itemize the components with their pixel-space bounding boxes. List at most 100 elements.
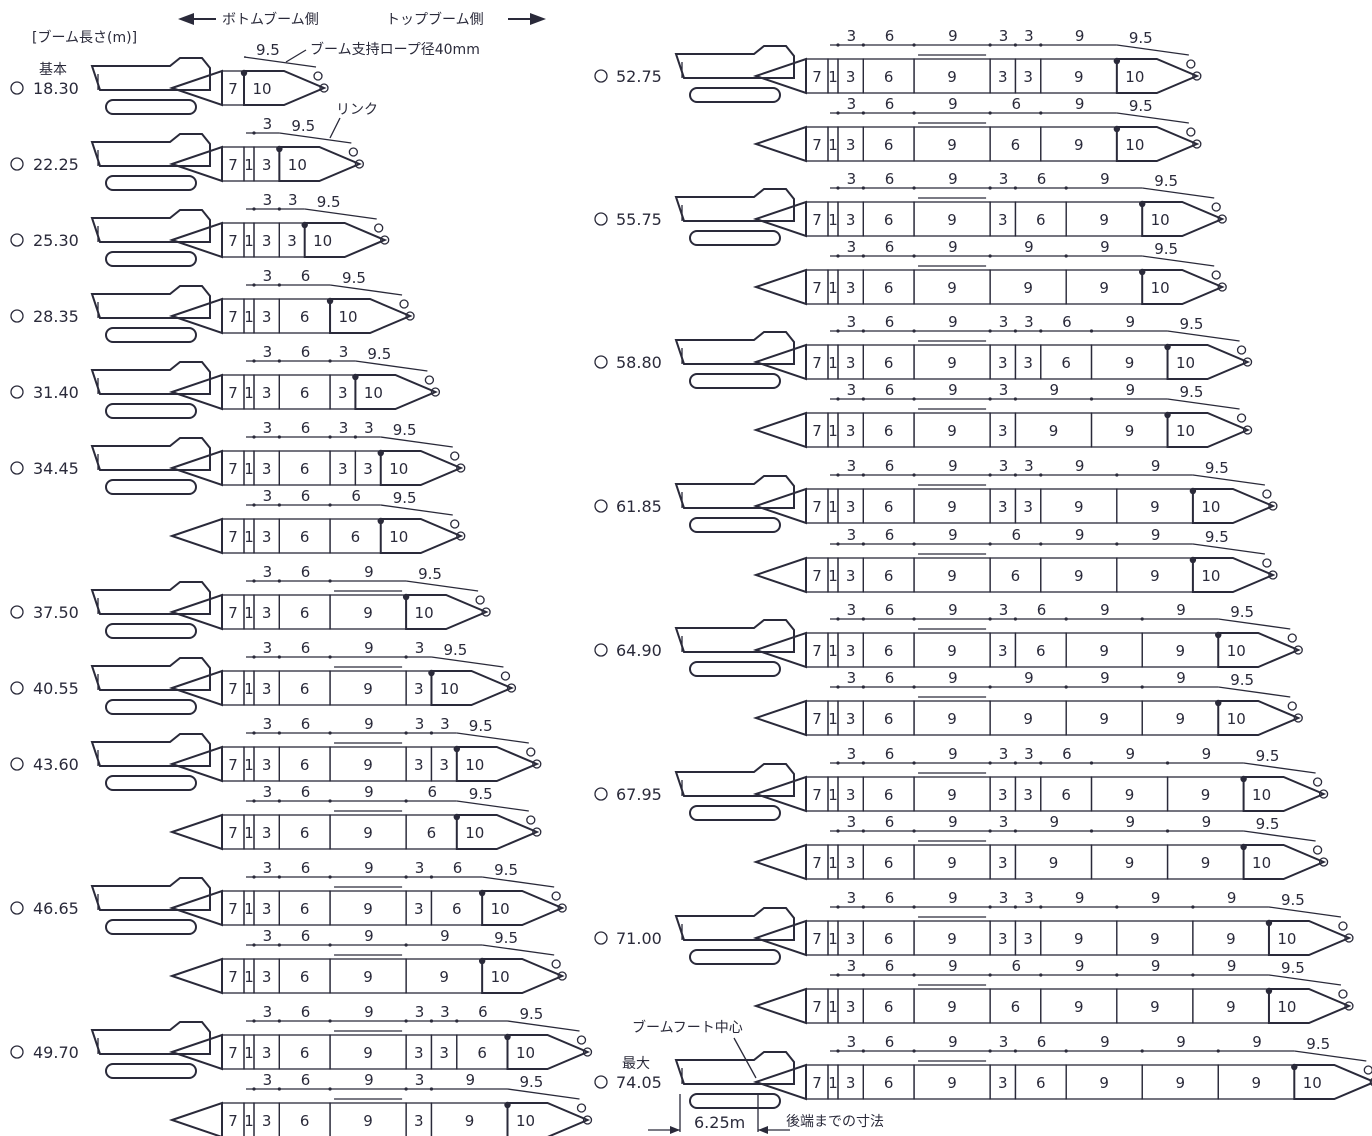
boom-section-label: 3	[262, 528, 272, 546]
rope-tip-dimension-label: 9.5	[291, 117, 315, 135]
rope-tick	[988, 43, 992, 47]
boom-length-value: 64.90	[616, 641, 662, 660]
boom-section-label: 9	[1125, 786, 1135, 804]
rope-dimension-label: 3	[339, 343, 349, 361]
boom-section-label: 3	[262, 756, 272, 774]
boom-tip-sheave	[1242, 357, 1253, 367]
boom-section-label: 3	[439, 1044, 449, 1062]
boom-section-label: 9	[363, 680, 373, 698]
rope-dimension-label: 6	[1062, 313, 1072, 331]
boom-section-label: 9	[1049, 854, 1059, 872]
rope-dimension-label: 3	[288, 191, 298, 209]
boom-section-label: 7	[812, 710, 822, 728]
boom-section-label: 9	[1201, 854, 1211, 872]
boom-tip-pulley	[1363, 1065, 1372, 1075]
rope-tick	[328, 655, 332, 659]
rope-dimension-label: 6	[885, 669, 895, 687]
rear-dimension-value: 6.25m	[694, 1113, 745, 1132]
rope-dimension-label: 9	[948, 313, 958, 331]
rope-dimension-label: 9	[948, 95, 958, 113]
boom-tip-sheave	[557, 903, 567, 913]
boom-section-label: 7	[228, 384, 238, 402]
rope-dimension-label: 6	[351, 487, 361, 505]
boom-section-label: 1	[244, 1112, 254, 1130]
crane-crawler	[689, 661, 781, 677]
boom-top-label: 10	[364, 384, 383, 402]
boom-section-label: 9	[1150, 998, 1160, 1016]
rope-tip-dimension-label: 9.5	[1180, 383, 1204, 401]
boom-section-label: 3	[363, 460, 373, 478]
link-point	[1189, 487, 1197, 495]
rope-tick	[861, 43, 865, 47]
rope-dimension-label: 3	[1024, 889, 1034, 907]
boom-section-label: 9	[1049, 422, 1059, 440]
boom-tip-pulley	[1262, 489, 1272, 499]
rope-tip-dimension-label: 9.5	[520, 1073, 544, 1091]
boom-section-label: 7	[812, 786, 822, 804]
rope-dimension-label: 9	[1024, 669, 1034, 687]
rope-note-leader	[285, 49, 307, 63]
rope-dimension-label: 3	[263, 419, 273, 437]
rope-dimension-label: 6	[885, 313, 895, 331]
boom-length-value: 46.65	[33, 899, 79, 918]
rope-tick	[1165, 829, 1170, 833]
crane-body	[674, 188, 795, 222]
rope-tick	[861, 761, 865, 765]
rope-dimension-label: 9	[1227, 957, 1237, 975]
rope-tick	[1039, 761, 1043, 765]
rope-tick	[277, 503, 281, 507]
rope-tick	[252, 579, 256, 583]
support-rope-tip	[1116, 112, 1189, 124]
boom-tip-sheave	[1268, 501, 1278, 511]
boom-section-label: 7	[812, 422, 822, 440]
rope-tick	[1039, 43, 1043, 47]
rope-tick	[328, 359, 332, 363]
boom-foot-taper	[752, 987, 807, 1025]
boom-tip-pulley	[1211, 270, 1221, 280]
boom-section-label: 7	[228, 680, 238, 698]
rope-tick	[836, 473, 840, 477]
boom-section-label: 7	[812, 567, 822, 585]
rope-dimension-label: 3	[364, 419, 374, 437]
rope-dimension-label: 9	[1227, 889, 1237, 907]
boom-top-section	[329, 298, 413, 334]
rope-tick	[988, 397, 992, 401]
boom-tip-sheave	[1318, 857, 1329, 867]
rope-dimension-label: 9	[1202, 813, 1212, 831]
boom-tip-sheave	[1268, 570, 1278, 580]
rope-dimension-label: 9	[1151, 457, 1161, 475]
boom-section-label: 9	[1175, 1074, 1185, 1092]
rope-dimension-label: 9	[364, 1071, 374, 1089]
crane-crawler	[689, 87, 781, 103]
crane-body	[674, 331, 795, 365]
crane-body	[674, 1051, 795, 1085]
rope-dimension-label: 9	[948, 601, 958, 619]
boom-tip-pulley	[1211, 202, 1221, 212]
support-rope-tip	[1268, 974, 1342, 986]
boom-section-label: 7	[812, 1074, 822, 1092]
rope-tick	[988, 542, 992, 546]
rope-tick	[328, 1019, 332, 1023]
boom-section-label: 7	[812, 854, 822, 872]
boom-length-value: 71.00	[616, 929, 662, 948]
boom-top-section	[1293, 1064, 1372, 1100]
boom-length-value: 43.60	[33, 755, 79, 774]
rope-tick	[252, 359, 256, 363]
rope-dimension-label: 3	[263, 783, 273, 801]
boom-tip-pulley	[1338, 921, 1348, 931]
boom-top-label: 10	[1227, 642, 1246, 660]
boom-section-label: 1	[828, 998, 838, 1016]
boom-section-label: 7	[812, 998, 822, 1016]
rope-dimension-label: 6	[885, 95, 895, 113]
rope-tick	[912, 186, 916, 190]
boom-section-label: 9	[363, 824, 373, 842]
boom-section-label: 9	[947, 279, 957, 297]
rope-dimension-label: 9	[364, 927, 374, 945]
boom-section-label: 3	[1023, 786, 1033, 804]
